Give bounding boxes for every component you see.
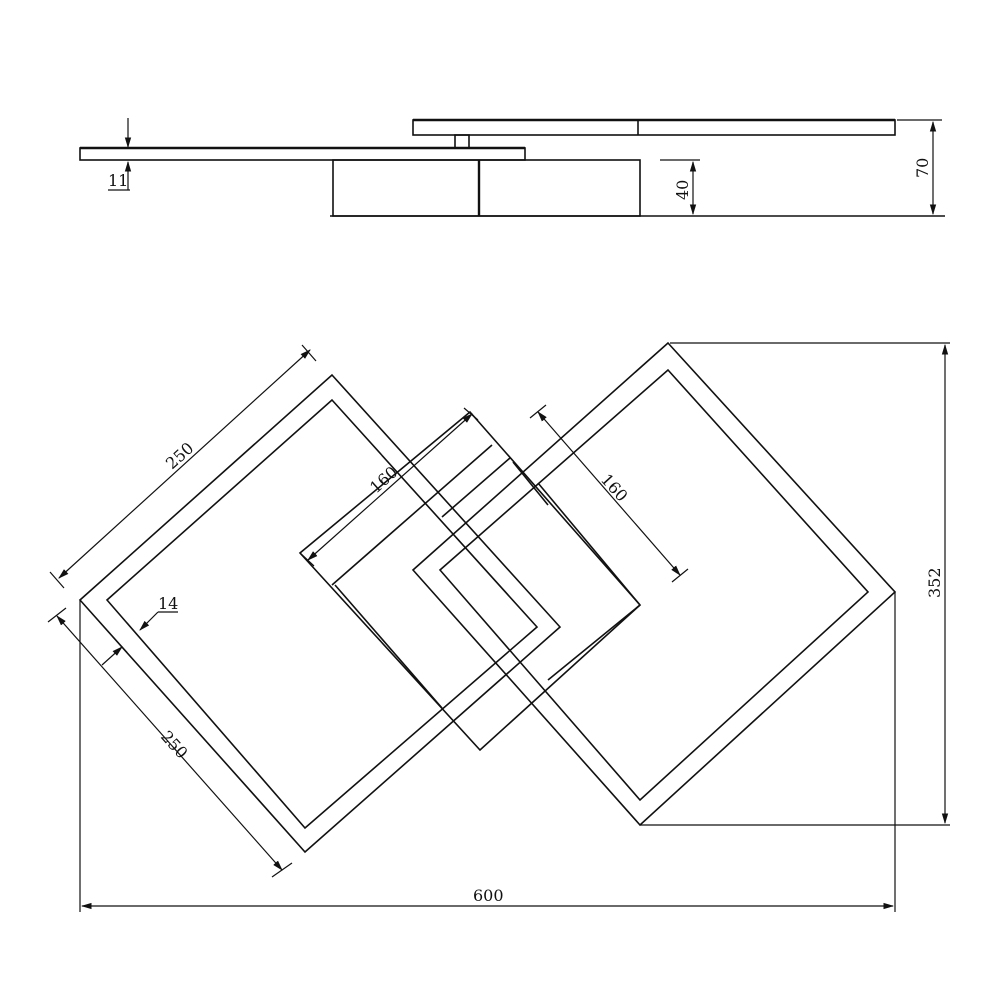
base-plate-outline — [298, 410, 642, 752]
dim-label-inner-left: 160 — [366, 462, 401, 497]
dim-label-total-height: 70 — [913, 158, 932, 178]
dim-label-bar-width: 14 — [158, 594, 178, 613]
dim-frame-side-top: 250 — [49, 344, 317, 589]
dim-frame-side-bottom: 250 — [47, 607, 293, 878]
inner-stripe-2 — [441, 457, 511, 518]
inner-stripe-6 — [547, 604, 641, 681]
dim-label-plate-thickness: 11 — [108, 171, 128, 190]
dim-plate-thickness: 11 — [108, 118, 132, 191]
left-frame — [78, 373, 562, 854]
dim-inner-right: 160 — [529, 404, 689, 583]
connector-post — [454, 134, 470, 149]
right-frame-outer — [411, 341, 897, 827]
dim-label-frame-side-top: 250 — [162, 438, 197, 473]
inner-stripe-3 — [334, 584, 443, 709]
base-box — [332, 159, 641, 217]
dim-label-total-length: 600 — [473, 886, 504, 905]
dim-total-length: 600 — [79, 592, 896, 912]
dim-label-base-height: 40 — [673, 180, 692, 200]
dim-label-frame-side-bottom: 250 — [157, 727, 192, 762]
dim-inner-left: 160 — [299, 407, 479, 567]
dim-total-height: 70 — [897, 119, 942, 216]
inner-stripe-5 — [537, 482, 641, 606]
dim-base-height: 40 — [660, 159, 700, 216]
right-frame-inner — [438, 368, 870, 802]
side-view: 11 40 70 — [79, 118, 945, 217]
inner-stripe-1 — [331, 444, 493, 586]
top-view: 250 250 14 160 160 — [47, 341, 950, 912]
dim-bar-width: 14 — [101, 594, 178, 666]
right-plate — [412, 119, 896, 136]
left-frame-outer — [78, 373, 562, 854]
left-plate — [79, 147, 526, 161]
inner-stripe-4 — [512, 461, 549, 506]
dim-label-inner-right: 160 — [597, 470, 632, 505]
dim-total-depth: 352 — [640, 342, 950, 826]
dim-label-total-depth: 352 — [925, 567, 944, 598]
right-frame — [411, 341, 897, 827]
